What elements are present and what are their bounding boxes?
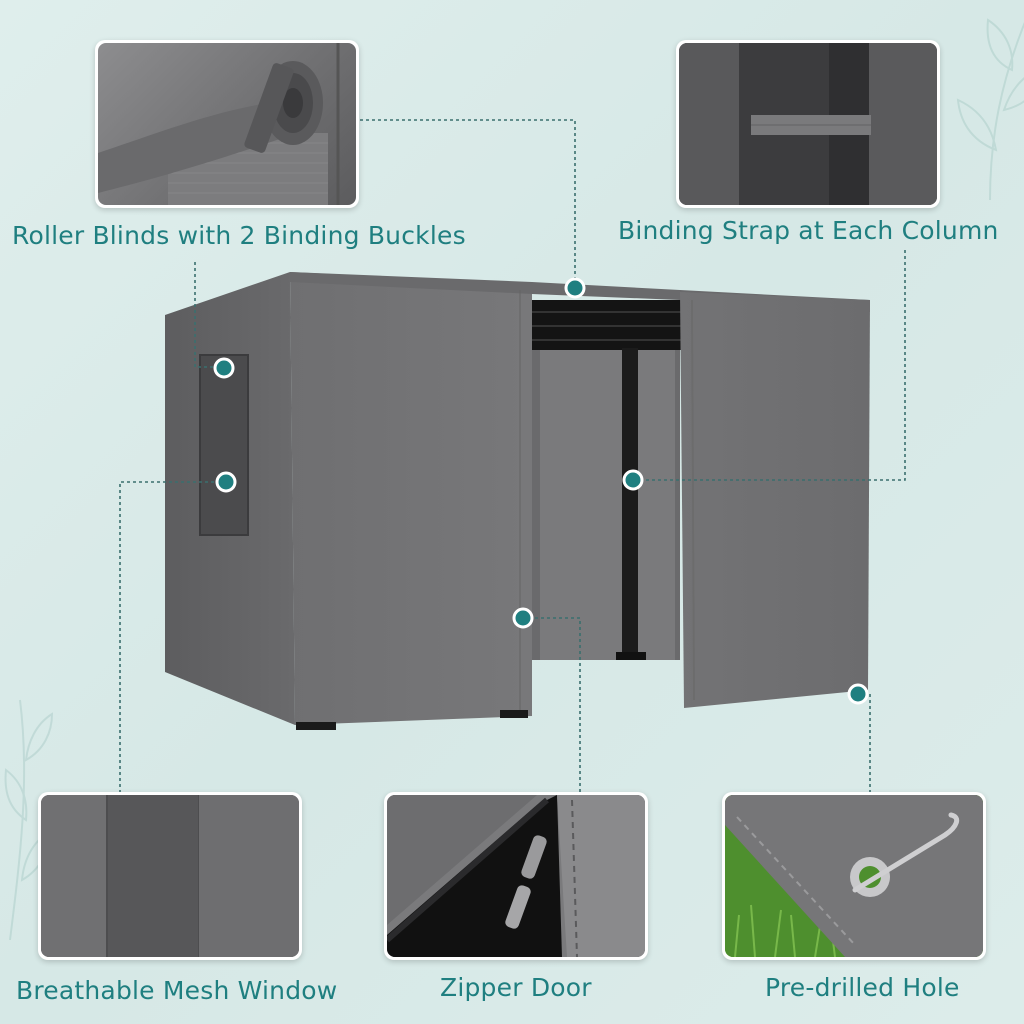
mesh-window-detail-photo xyxy=(38,792,302,960)
binding-strap-detail-photo xyxy=(676,40,940,208)
roller-blinds-label: Roller Blinds with 2 Binding Buckles xyxy=(12,221,466,250)
callout-markers xyxy=(213,277,869,705)
zipper-door-label: Zipper Door xyxy=(440,973,592,1002)
leaf-decoration-icon xyxy=(956,18,1024,200)
mesh-window-label: Breathable Mesh Window xyxy=(16,976,338,1005)
pre-drilled-hole-label: Pre-drilled Hole xyxy=(765,973,960,1002)
zipper-door-detail-photo xyxy=(384,792,648,960)
binding-strap-label: Binding Strap at Each Column xyxy=(618,216,999,245)
pre-drilled-hole-detail-photo xyxy=(722,792,986,960)
roller-blinds-detail-photo xyxy=(95,40,359,208)
